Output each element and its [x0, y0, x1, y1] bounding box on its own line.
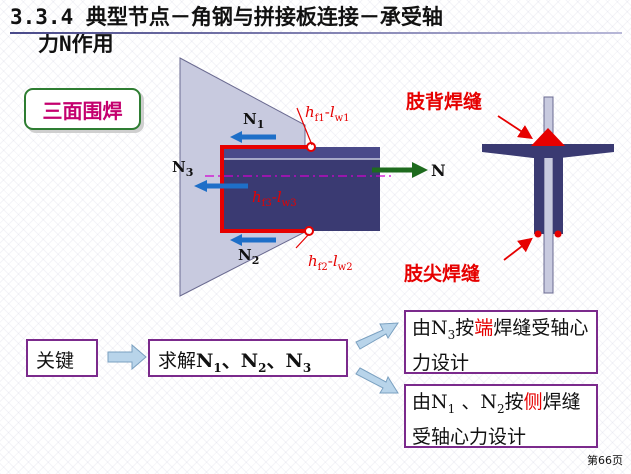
side-weld-highlight: 侧 — [523, 391, 543, 413]
weld-end-dot-top — [306, 142, 316, 152]
section-gusset — [543, 96, 554, 294]
solve-box: 求解N1、N2、N3 — [148, 339, 348, 377]
arrow-back-weld — [497, 115, 534, 139]
page-number: 第66页 — [587, 454, 623, 467]
axial-force-arrowhead — [412, 162, 428, 178]
key-text: 关键 — [36, 350, 75, 372]
force-N1-arrowhead — [230, 131, 242, 143]
label-N: N — [431, 161, 446, 180]
slide-title: 3.3.4 典型节点－角钢与拼接板连接－承受轴 力N作用 — [10, 4, 610, 58]
section-angle-vertical — [534, 150, 544, 234]
force-N2-arrowhead — [230, 234, 242, 246]
side-weld-pre: 由N — [412, 391, 448, 413]
flow-arrow-key-to-solve — [107, 343, 147, 371]
section-tip-weld-right — [554, 230, 562, 238]
end-weld-sub: 3 — [447, 327, 456, 342]
label-tip-weld: 肢尖焊缝 — [404, 262, 480, 285]
side-weld-box: 由N1 、N2按侧焊缝受轴心力设计 — [404, 384, 598, 448]
solve-text: 求解N1、N2、N3 — [158, 350, 312, 375]
side-weld-sub2: 2 — [496, 401, 505, 416]
label-back-weld: 肢背焊缝 — [406, 90, 482, 113]
flow-arrow-to-end-weld — [355, 322, 399, 350]
leader-weld-top — [296, 107, 313, 146]
end-weld-highlight: 端 — [474, 317, 494, 339]
arrow-tip-weld — [503, 237, 533, 261]
section-angle-horizontal — [482, 144, 614, 158]
section-tip-weld-left — [534, 230, 542, 238]
label-weld-top: hf1-lw1 — [305, 103, 350, 124]
force-N3-arrowhead — [194, 180, 207, 192]
end-weld-box: 由N3按端焊缝受轴心力设计 — [404, 310, 598, 374]
three-side-weld — [220, 145, 311, 233]
title-line-1: 3.3.4 典型节点－角钢与拼接板连接－承受轴 — [10, 5, 443, 29]
side-weld-post: 焊缝受轴心力设计 — [412, 391, 581, 448]
side-weld-mid2: 按 — [504, 391, 524, 413]
leader-weld-bottom — [295, 233, 310, 249]
end-weld-pre: 由N — [412, 317, 448, 339]
end-weld-mid: 按 — [455, 317, 475, 339]
title-underline — [10, 32, 622, 34]
label-weld-bottom: hf2-lw2 — [308, 252, 353, 273]
section-angle-vertical-right — [553, 150, 563, 234]
key-box: 关键 — [26, 339, 98, 377]
three-side-weld-badge: 三面围焊 — [24, 88, 141, 130]
angle-steel — [222, 147, 380, 231]
weld-end-dot-bottom — [304, 226, 314, 236]
side-weld-sub1: 1 — [447, 401, 456, 416]
flow-arrow-to-side-weld — [355, 367, 399, 394]
side-weld-mid: 、N — [455, 391, 497, 413]
title-line-2: 力N作用 — [38, 32, 114, 56]
angle-flange — [222, 147, 380, 159]
end-weld-post: 焊缝受轴心力设计 — [412, 317, 589, 374]
section-back-weld — [531, 128, 565, 146]
